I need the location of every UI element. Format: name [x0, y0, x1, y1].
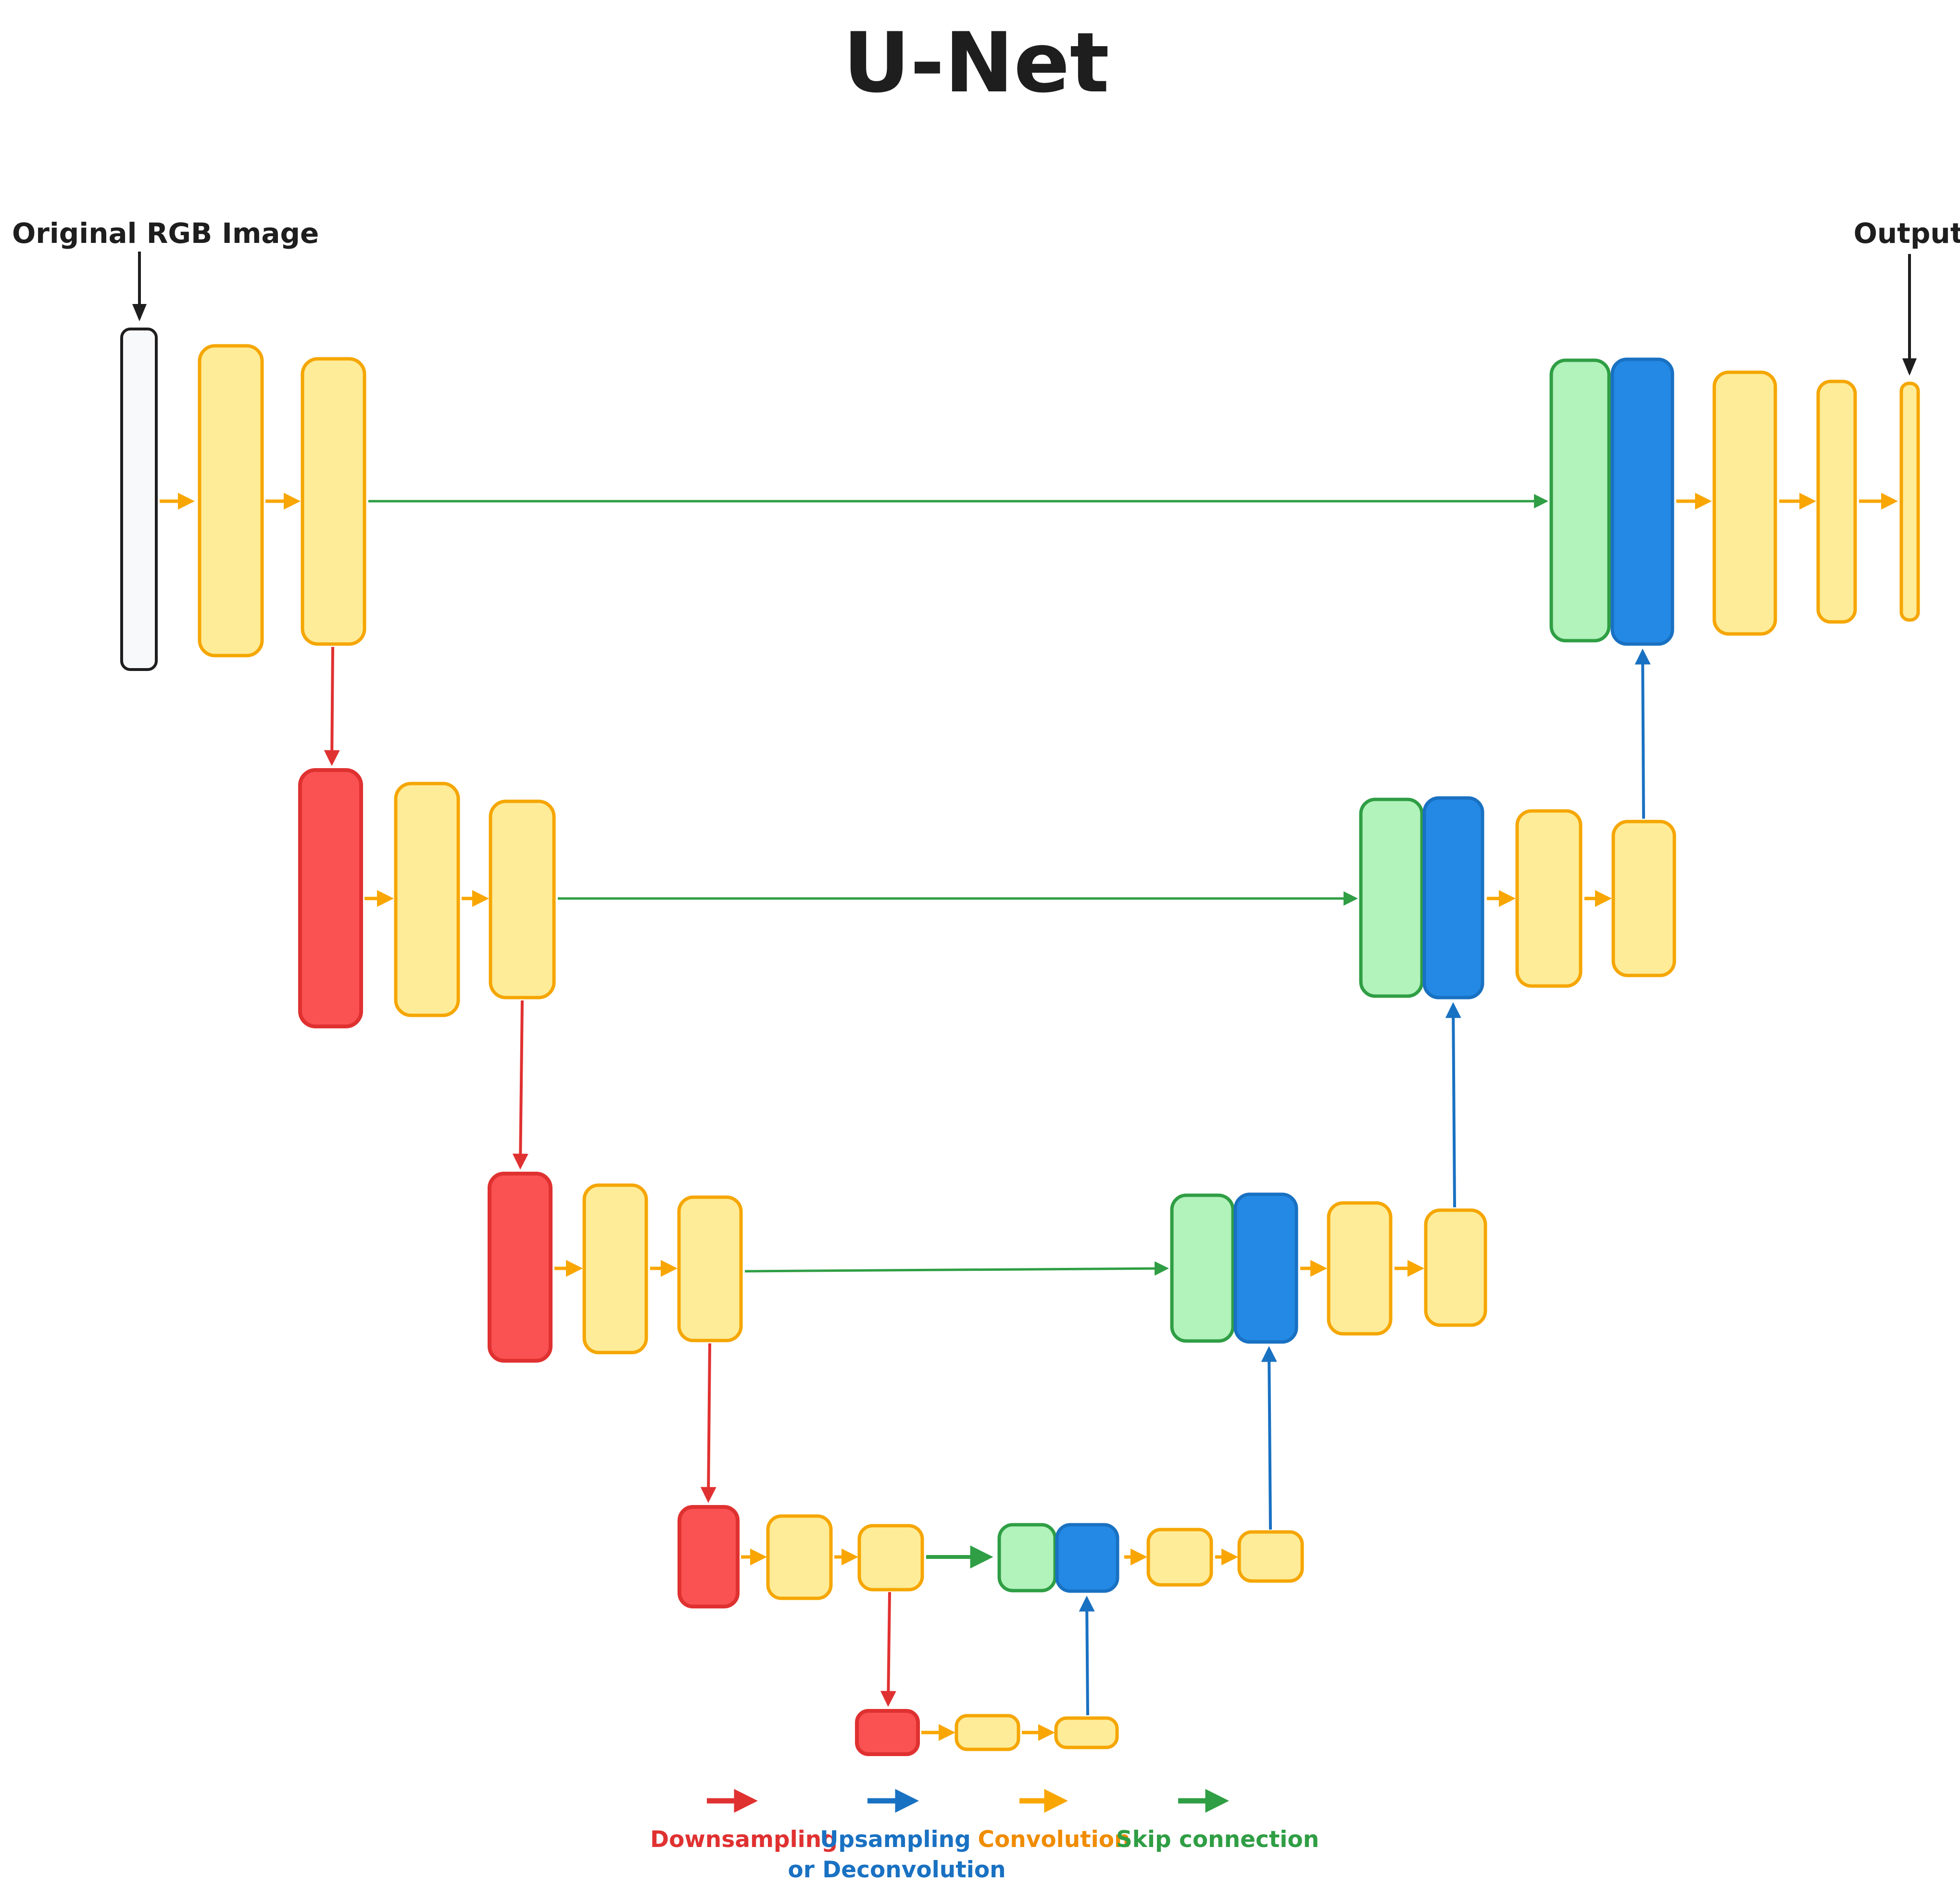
- skip-arrow-level3: [744, 1261, 1169, 1276]
- input-image-block: [120, 328, 158, 671]
- dec3-conv1-block: [1327, 1201, 1393, 1336]
- output-block: [1899, 381, 1920, 622]
- input-label: Original RGB Image: [12, 217, 319, 250]
- up-arrow-level2-1: [1634, 648, 1651, 819]
- legend-downsampling-label: Downsampling: [650, 1826, 838, 1853]
- enc4-conv1-block: [766, 1514, 833, 1600]
- dec4-conv1-block: [1146, 1528, 1213, 1587]
- enc3-conv2-block: [677, 1195, 743, 1342]
- output-label: Output: [1854, 217, 1960, 250]
- enc2-pool-block: [298, 768, 363, 1028]
- dec1-skip-feature-block: [1549, 358, 1611, 643]
- dec2-conv1-block: [1515, 809, 1583, 988]
- up-arrow-level5-4: [1079, 1595, 1095, 1716]
- enc1-conv1-block: [198, 344, 264, 658]
- dec2-conv2-block: [1611, 820, 1676, 977]
- dec1-conv1-block: [1712, 370, 1777, 636]
- enc1-conv2-block: [301, 357, 366, 646]
- legend-upsampling-sublabel: or Deconvolution: [788, 1857, 1005, 1883]
- dec1-conv2-block: [1816, 380, 1857, 624]
- dec2-upconv-block: [1422, 796, 1484, 999]
- dec2-skip-feature-block: [1359, 797, 1424, 998]
- enc2-conv1-block: [394, 782, 460, 1017]
- enc2-conv2-block: [489, 799, 556, 999]
- up-arrow-level4-3: [1261, 1346, 1277, 1530]
- down-arrow-level1-2: [324, 646, 340, 766]
- bottleneck-pool-block: [855, 1709, 920, 1756]
- bottleneck-conv2-block: [1054, 1716, 1119, 1749]
- enc4-conv2-block: [857, 1524, 924, 1592]
- enc4-pool-block: [678, 1505, 740, 1608]
- dec1-upconv-block: [1610, 357, 1674, 646]
- dec4-skip-feature-block: [997, 1523, 1057, 1593]
- down-arrow-level3-4: [700, 1343, 716, 1503]
- up-arrow-level3-2: [1445, 1002, 1461, 1208]
- down-arrow-level2-3: [512, 1000, 528, 1170]
- down-arrow-level4-5: [880, 1592, 896, 1707]
- page-title: U-Net: [843, 14, 1109, 111]
- dec4-conv2-block: [1237, 1530, 1304, 1583]
- dec3-upconv-block: [1233, 1192, 1298, 1344]
- enc3-pool-block: [488, 1172, 553, 1363]
- dec3-conv2-block: [1424, 1208, 1487, 1327]
- legend-skip-connection-label: Skip connection: [1116, 1826, 1319, 1853]
- dec4-upconv-block: [1055, 1523, 1119, 1593]
- legend-upsampling-label: Upsampling: [820, 1826, 970, 1853]
- bottleneck-conv1-block: [955, 1714, 1020, 1751]
- dec3-skip-feature-block: [1170, 1193, 1235, 1343]
- legend-convolution-label: Convolution: [978, 1826, 1130, 1853]
- enc3-conv1-block: [582, 1183, 648, 1354]
